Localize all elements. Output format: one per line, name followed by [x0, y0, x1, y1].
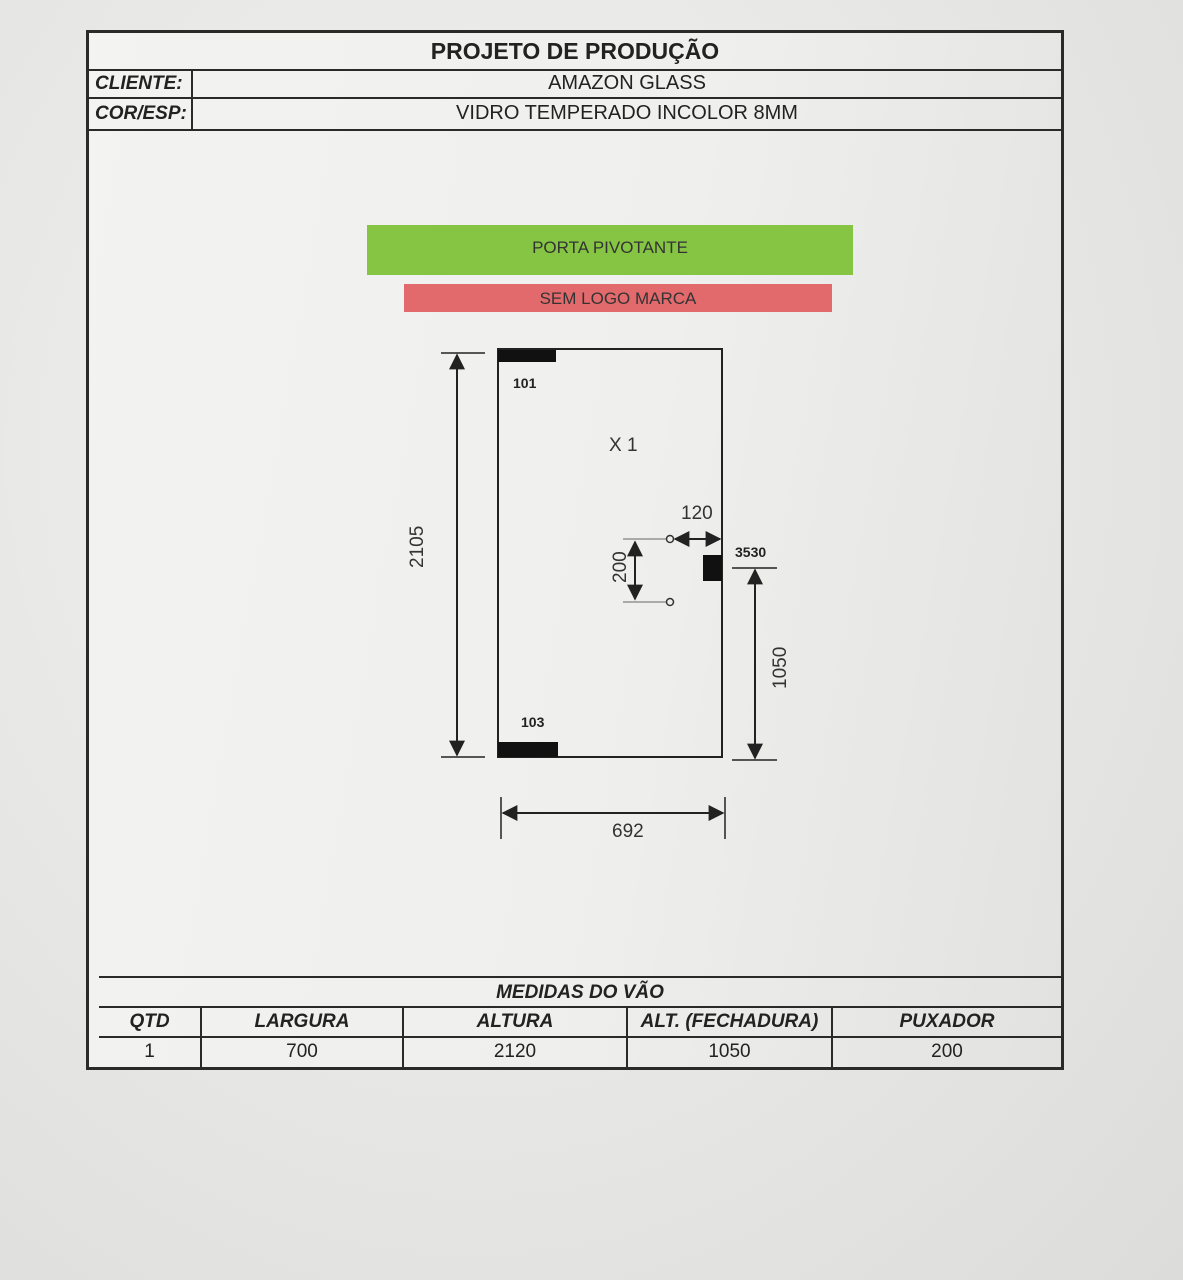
client-value: AMAZON GLASS	[548, 72, 706, 94]
door-drawing: 101 103 3530 X 1 2105 692 200 120 1050	[407, 348, 791, 842]
table-row: 1 700 2120 1050 200	[99, 1038, 1061, 1068]
top-hinge	[498, 350, 556, 362]
cell-alt-fechadura: 1050	[628, 1038, 833, 1068]
logo-banner: SEM LOGO MARCA	[404, 284, 832, 312]
cell-altura: 2120	[404, 1038, 628, 1068]
header-alt-fechadura: ALT. (FECHADURA)	[628, 1008, 833, 1036]
cell-largura: 700	[202, 1038, 404, 1068]
color-thickness-label: COR/ESP:	[89, 99, 193, 129]
handle-spacing-dimension: 200	[610, 551, 631, 583]
cell-qtd: 1	[99, 1038, 202, 1068]
height-dimension: 2105	[407, 526, 428, 568]
color-thickness-row: COR/ESP: VIDRO TEMPERADO INCOLOR 8MM	[89, 99, 1061, 131]
lock-code: 3530	[735, 544, 766, 560]
glass-panel	[497, 348, 723, 758]
header-puxador: PUXADOR	[899, 1011, 995, 1032]
table-header-row: QTD LARGURA ALTURA ALT. (FECHADURA) PUXA…	[99, 1008, 1061, 1038]
header-altura: ALTURA	[404, 1008, 628, 1036]
client-row: CLIENTE: AMAZON GLASS	[89, 69, 1061, 99]
quantity-label: X 1	[609, 435, 638, 456]
bottom-hinge-code: 103	[521, 714, 545, 730]
top-hinge-code: 101	[513, 375, 537, 391]
lock-block	[703, 555, 722, 581]
header-qtd: QTD	[99, 1008, 202, 1036]
width-dimension: 692	[612, 821, 644, 842]
lock-height-dimension: 1050	[770, 647, 791, 689]
table-title: MEDIDAS DO VÃO	[99, 976, 1061, 1008]
client-label: CLIENTE:	[89, 69, 193, 97]
door-type-banner: PORTA PIVOTANTE	[367, 225, 853, 275]
cell-puxador: 200	[931, 1041, 963, 1062]
color-thickness-value: VIDRO TEMPERADO INCOLOR 8MM	[456, 102, 798, 124]
production-sheet: PROJETO DE PRODUÇÃO CLIENTE: AMAZON GLAS…	[86, 30, 1064, 1070]
bottom-hinge	[498, 742, 558, 757]
opening-measurements-table: MEDIDAS DO VÃO QTD LARGURA ALTURA ALT. (…	[99, 976, 1061, 1068]
handle-hole-bottom	[665, 597, 675, 607]
handle-offset-dimension: 120	[681, 503, 713, 524]
header-largura: LARGURA	[202, 1008, 404, 1036]
handle-hole-top	[665, 534, 675, 544]
page-title: PROJETO DE PRODUÇÃO	[89, 33, 1061, 71]
